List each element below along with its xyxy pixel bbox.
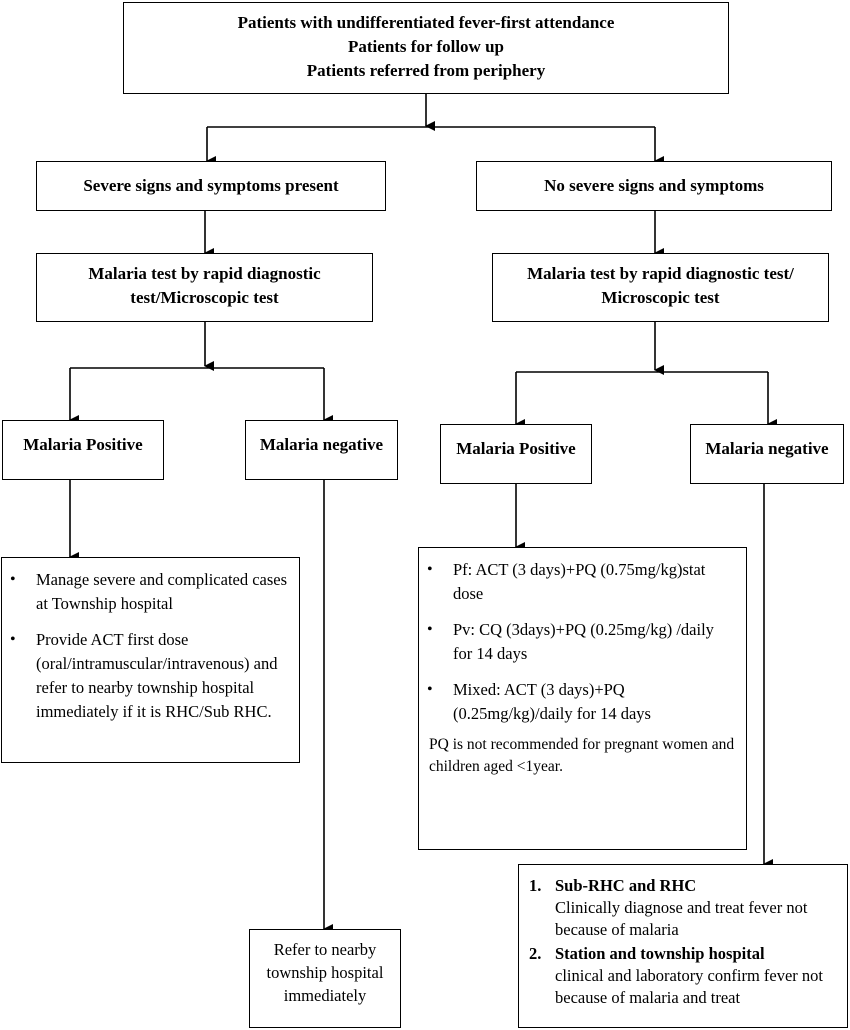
- refer-township-box: Refer to nearby township hospital immedi…: [249, 929, 401, 1028]
- treatment-item-pf: Pf: ACT (3 days)+PQ (0.75mg/kg)stat dose: [425, 558, 736, 606]
- start-line-1: Patients with undifferentiated fever-fir…: [237, 13, 615, 32]
- pq-note: PQ is not recommended for pregnant women…: [429, 736, 735, 775]
- right-malaria-test-box: Malaria test by rapid diagnostic test/ M…: [492, 253, 829, 322]
- refer-line-3: immediately: [283, 986, 367, 1005]
- non-malaria-fever-box: 1. Sub-RHC and RHC Clinically diagnose a…: [518, 864, 848, 1028]
- severe-action-item: Provide ACT first dose (oral/intramuscul…: [8, 628, 291, 724]
- start-line-2: Patients for follow up: [348, 37, 504, 56]
- severe-signs-label: Severe signs and symptoms present: [83, 176, 339, 195]
- non-malaria-item-1: 1. Sub-RHC and RHC Clinically diagnose a…: [523, 875, 841, 941]
- no-severe-signs-label: No severe signs and symptoms: [544, 176, 764, 195]
- left-positive-label: Malaria Positive: [23, 435, 143, 454]
- right-negative-label: Malaria negative: [705, 439, 829, 458]
- right-positive-label: Malaria Positive: [456, 439, 576, 458]
- left-negative-label: Malaria negative: [259, 435, 384, 454]
- refer-line-1: Refer to nearby: [273, 940, 377, 959]
- start-line-3: Patients referred from periphery: [306, 61, 546, 80]
- non-malaria-item-2: 2. Station and township hospital clinica…: [523, 943, 841, 1009]
- severe-positive-actions-box: Manage severe and complicated cases at T…: [1, 557, 300, 763]
- non-malaria-item-1-text: Clinically diagnose and treat fever not …: [555, 898, 808, 939]
- treatment-regimen-box: Pf: ACT (3 days)+PQ (0.75mg/kg)stat dose…: [418, 547, 747, 850]
- left-malaria-test-box: Malaria test by rapid diagnostic test/Mi…: [36, 253, 373, 322]
- right-test-line-1: Malaria test by rapid diagnostic test/: [527, 264, 794, 283]
- no-severe-signs-box: No severe signs and symptoms: [476, 161, 832, 211]
- right-test-line-2: Microscopic test: [601, 288, 720, 307]
- non-malaria-item-1-heading: Sub-RHC and RHC: [555, 876, 697, 895]
- right-malaria-negative-box: Malaria negative: [690, 424, 844, 484]
- non-malaria-item-2-number: 2.: [529, 944, 542, 963]
- right-malaria-positive-box: Malaria Positive: [440, 424, 592, 484]
- non-malaria-item-2-heading: Station and township hospital: [555, 944, 765, 963]
- left-test-line-1: Malaria test by rapid diagnostic: [88, 264, 321, 283]
- refer-line-2: township hospital: [266, 963, 384, 982]
- left-test-line-2: test/Microscopic test: [130, 288, 279, 307]
- severe-signs-box: Severe signs and symptoms present: [36, 161, 386, 211]
- severe-action-item: Manage severe and complicated cases at T…: [8, 568, 291, 616]
- left-malaria-negative-box: Malaria negative: [245, 420, 398, 480]
- non-malaria-item-1-number: 1.: [529, 876, 542, 895]
- treatment-item-mixed: Mixed: ACT (3 days)+PQ (0.25mg/kg)/daily…: [425, 678, 736, 726]
- start-box: Patients with undifferentiated fever-fir…: [123, 2, 729, 94]
- treatment-item-pv: Pv: CQ (3days)+PQ (0.25mg/kg) /daily for…: [425, 618, 736, 666]
- non-malaria-item-2-text: clinical and laboratory confirm fever no…: [555, 966, 824, 1007]
- left-malaria-positive-box: Malaria Positive: [2, 420, 164, 480]
